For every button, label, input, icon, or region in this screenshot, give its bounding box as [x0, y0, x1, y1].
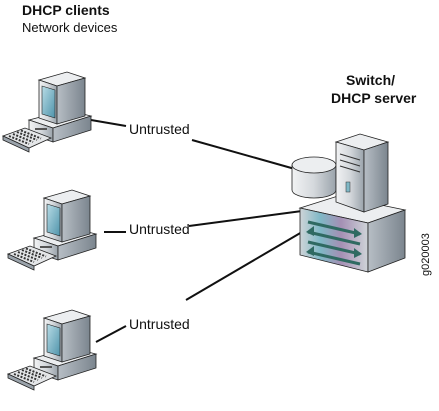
link-label-1: Untrusted — [129, 121, 190, 137]
link-label-3: Untrusted — [129, 316, 190, 332]
link-line-1 — [90, 119, 127, 127]
link-label-2: Untrusted — [129, 221, 190, 237]
link-line-3 — [95, 325, 127, 343]
client-pc-1 — [2, 71, 92, 153]
client-pc-3 — [7, 309, 97, 391]
clients-subtitle: Network devices — [22, 20, 118, 35]
clients-title: DHCP clients — [22, 2, 110, 18]
link-line-1b — [191, 139, 303, 172]
link-line-2b — [188, 210, 303, 227]
link-lines — [90, 119, 303, 343]
server-title-line2: DHCP server — [331, 90, 417, 106]
link-line-3b — [185, 231, 303, 301]
database-icon — [291, 156, 337, 199]
server-title-line1: Switch/ — [346, 72, 396, 88]
client-pc-2 — [7, 189, 97, 271]
server-tower-icon — [334, 133, 390, 213]
switch-icon — [298, 195, 407, 273]
figure-id: g020003 — [420, 233, 432, 276]
